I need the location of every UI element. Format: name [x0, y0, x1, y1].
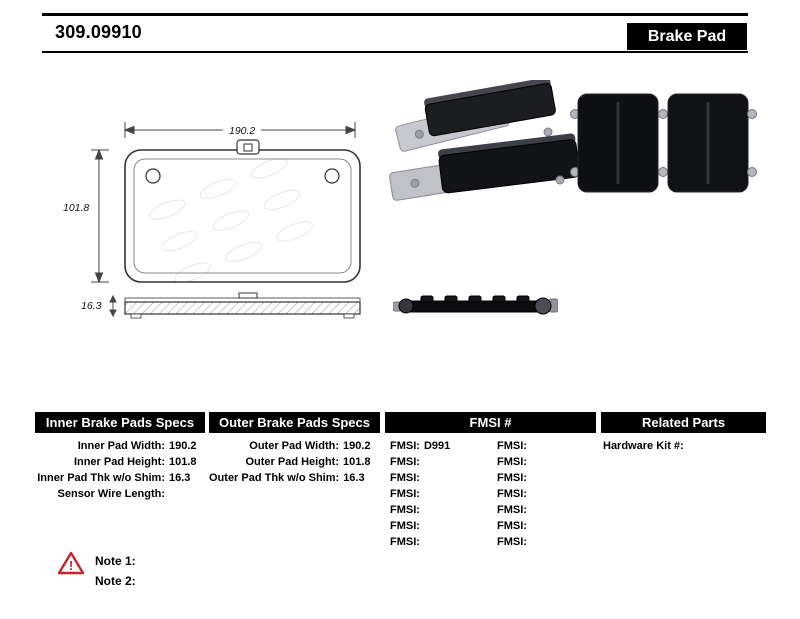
table-row: FMSI:: [390, 502, 490, 518]
related-label: Hardware Kit #:: [603, 440, 684, 452]
fmsi-label: FMSI:: [497, 488, 527, 500]
table-row: Inner Pad Thk w/o Shim: 16.3: [35, 470, 205, 486]
fmsi-label: FMSI:: [497, 504, 527, 516]
spec-label: Inner Pad Height:: [73, 456, 165, 468]
spec-value: 190.2: [169, 440, 197, 452]
spec-value: 190.2: [343, 440, 371, 452]
table-row: Inner Pad Width: 190.2: [35, 438, 205, 454]
related-parts-header-label: Related Parts: [641, 415, 726, 430]
pad-edge-view: [124, 292, 361, 319]
product-type-label: Brake Pad: [647, 27, 727, 45]
fmsi-header: FMSI #: [385, 412, 596, 433]
brake-pads-photo-svg: [389, 77, 757, 201]
table-row: FMSI:: [390, 454, 490, 470]
top-rule: [42, 13, 748, 16]
fmsi-label: FMSI:: [390, 488, 420, 500]
fmsi-label: FMSI:: [390, 504, 420, 516]
inner-specs-header: Inner Brake Pads Specs: [35, 412, 205, 433]
spec-label: Inner Pad Thk w/o Shim:: [37, 472, 165, 484]
table-row: FMSI:: [390, 518, 490, 534]
spec-label: Sensor Wire Length:: [57, 488, 165, 500]
pad-front-view: [124, 139, 361, 283]
inner-specs-table: Inner Pad Width: 190.2 Inner Pad Height:…: [35, 438, 205, 502]
spec-value: 16.3: [343, 472, 365, 484]
inner-specs-header-label: Inner Brake Pads Specs: [45, 415, 195, 430]
table-row: FMSI:: [497, 502, 597, 518]
pad-technical-drawing: 190.2: [55, 112, 375, 347]
spec-label: Inner Pad Width:: [77, 440, 165, 452]
thickness-dimension: [109, 294, 117, 318]
width-dimension: [123, 122, 357, 138]
fmsi-label: FMSI:: [390, 520, 420, 532]
table-row: FMSI:D991: [390, 438, 490, 454]
sensor-bar-photo: [392, 286, 559, 326]
outer-specs-table: Outer Pad Width: 190.2 Outer Pad Height:…: [209, 438, 380, 486]
fmsi-label: FMSI:: [390, 536, 420, 548]
table-row: FMSI:: [390, 534, 490, 550]
note-2: Note 2:: [95, 574, 136, 588]
table-row: FMSI:: [390, 486, 490, 502]
fmsi-label: FMSI:: [390, 472, 420, 484]
svg-text:!: !: [69, 558, 73, 573]
table-row: FMSI:: [497, 438, 597, 454]
fmsi-header-label: FMSI #: [469, 415, 512, 430]
fmsi-table-right: FMSI: FMSI: FMSI: FMSI: FMSI: FMSI: FMSI…: [497, 438, 597, 550]
table-row: FMSI:: [497, 470, 597, 486]
watermark: [148, 158, 313, 283]
fmsi-table-left: FMSI:D991 FMSI: FMSI: FMSI: FMSI: FMSI: …: [390, 438, 490, 550]
warning-icon: !: [57, 551, 85, 575]
pad-set-right: [570, 93, 757, 193]
fmsi-label: FMSI:: [497, 472, 527, 484]
thickness-dimension-label: 16.3: [81, 300, 102, 312]
part-number: 309.09910: [55, 22, 142, 42]
table-row: FMSI:: [497, 486, 597, 502]
height-dimension-label: 101.8: [63, 202, 89, 214]
fmsi-value: D991: [423, 440, 451, 452]
table-row: FMSI:: [390, 470, 490, 486]
height-dimension: [91, 148, 109, 284]
pad-set-left: [389, 77, 580, 201]
table-row: FMSI:: [497, 454, 597, 470]
spec-label: Outer Pad Height:: [245, 456, 339, 468]
spec-value: 101.8: [169, 456, 197, 468]
note-1: Note 1:: [95, 554, 136, 568]
table-row: Outer Pad Thk w/o Shim: 16.3: [209, 470, 380, 486]
sensor-bar-photo-svg: [392, 295, 559, 315]
table-row: FMSI:: [497, 518, 597, 534]
fmsi-label: FMSI:: [497, 520, 527, 532]
spec-value: 16.3: [169, 472, 191, 484]
outer-specs-header: Outer Brake Pads Specs: [209, 412, 380, 433]
spec-value: 101.8: [343, 456, 371, 468]
fmsi-label: FMSI:: [497, 440, 527, 452]
table-row: Outer Pad Height: 101.8: [209, 454, 380, 470]
spec-label: Outer Pad Thk w/o Shim:: [209, 472, 340, 484]
spec-label: Outer Pad Width:: [249, 440, 339, 452]
fmsi-label: FMSI:: [497, 536, 527, 548]
table-row: FMSI:: [497, 534, 597, 550]
width-dimension-label: 190.2: [229, 125, 255, 137]
table-row: Outer Pad Width: 190.2: [209, 438, 380, 454]
table-row: Inner Pad Height: 101.8: [35, 454, 205, 470]
related-parts-table: Hardware Kit #:: [603, 438, 763, 454]
table-row: Hardware Kit #:: [603, 438, 763, 454]
outer-specs-header-label: Outer Brake Pads Specs: [218, 415, 371, 430]
related-parts-header: Related Parts: [601, 412, 766, 433]
header-rule: [42, 51, 748, 53]
fmsi-label: FMSI:: [497, 456, 527, 468]
table-row: Sensor Wire Length:: [35, 486, 205, 502]
product-type-badge: Brake Pad: [627, 23, 747, 50]
brake-pads-photo: [388, 77, 760, 215]
pad-drawing-svg: 190.2: [63, 122, 361, 319]
fmsi-label: FMSI:: [390, 456, 420, 468]
fmsi-label: FMSI:: [390, 440, 420, 452]
